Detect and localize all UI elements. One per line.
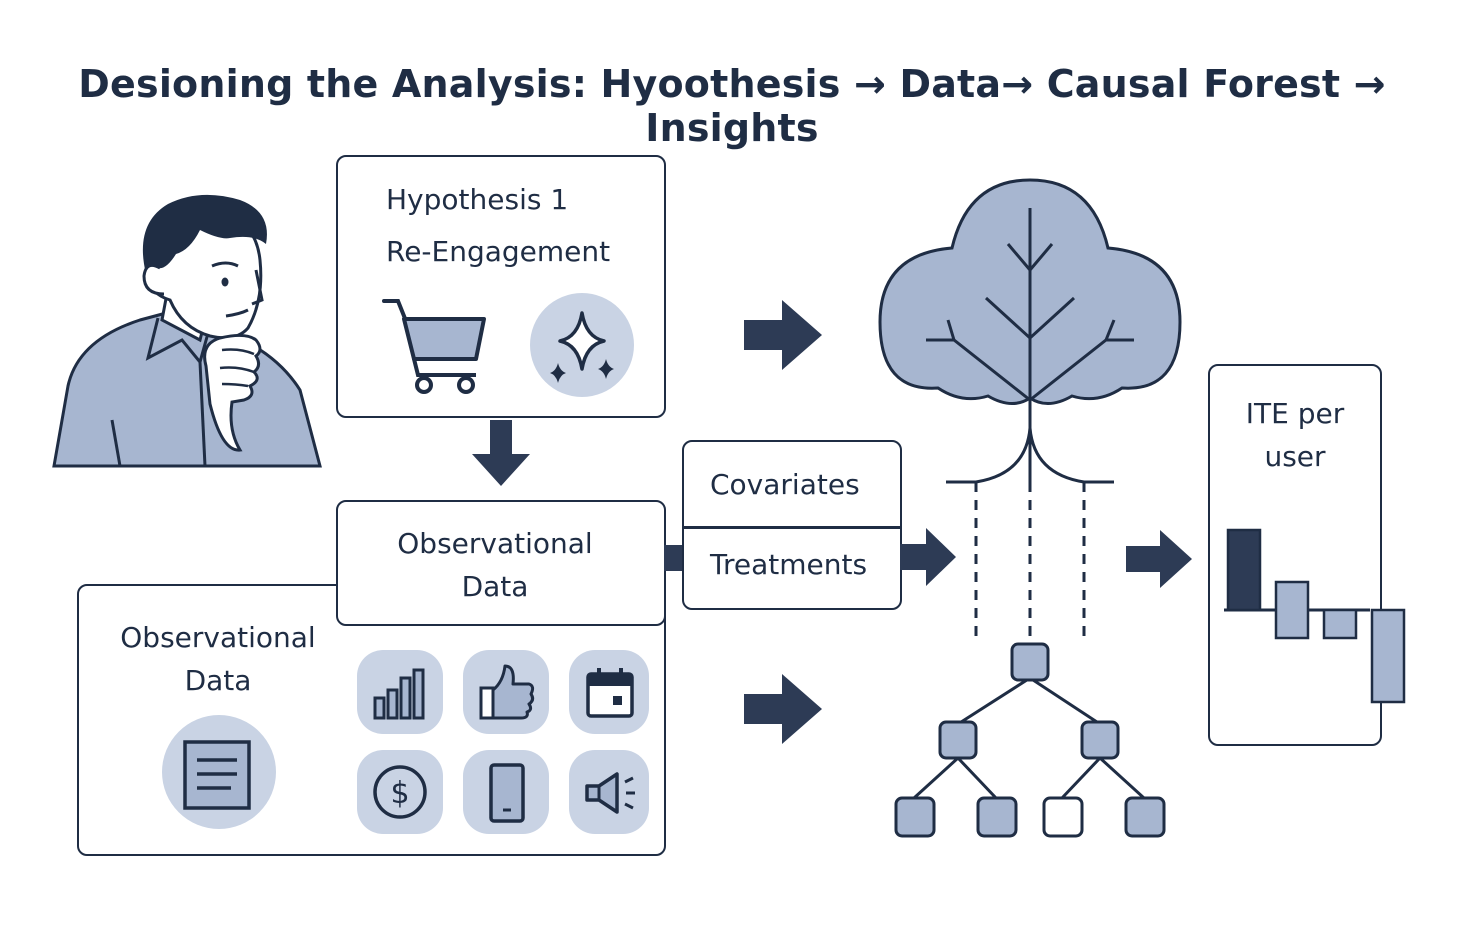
ite-bar	[1274, 580, 1310, 640]
diagram-title: Desioning the Analysis: Hyoothesis → Dat…	[78, 62, 1386, 150]
bar-chart-icon	[373, 668, 425, 720]
observational-data-panel: Observational Data	[77, 584, 666, 856]
observational-data-title: Observational Data	[338, 522, 652, 608]
sparkle-icon	[530, 293, 634, 397]
panel-title-line2: Data	[184, 664, 252, 697]
hypothesis-subtitle: Re-Engagement	[386, 235, 611, 268]
hypothesis-card: Hypothesis 1 Re-Engagement	[336, 155, 666, 418]
ite-bar	[1226, 528, 1262, 612]
mobile-phone-tile	[463, 750, 549, 834]
ite-title: ITE per user	[1210, 392, 1380, 478]
ite-bar-chart	[1224, 528, 1406, 704]
thinking-person-illustration	[52, 194, 322, 468]
arrow-right-bottom	[744, 674, 822, 744]
variables-divider	[684, 526, 900, 529]
arrow-right-middle	[900, 528, 956, 586]
covariates-label: Covariates	[710, 468, 860, 501]
observational-data-card: Observational Data	[336, 500, 666, 626]
arrow-right-top	[744, 300, 822, 370]
megaphone-icon	[585, 772, 635, 814]
dollar-icon: $	[373, 765, 427, 819]
arrow-down	[472, 420, 530, 486]
ite-bar	[1322, 608, 1358, 640]
treatments-label: Treatments	[710, 548, 868, 581]
card-title-line1: Observational	[397, 527, 593, 560]
bar-chart-tile	[357, 650, 443, 734]
ite-per-user-card: ITE per user	[1208, 364, 1406, 746]
thumbs-up-icon	[479, 664, 535, 720]
thumbs-up-tile	[463, 650, 549, 734]
ite-title-line1: ITE per	[1245, 397, 1345, 430]
document-icon	[162, 715, 276, 829]
ite-title-line2: user	[1264, 440, 1326, 473]
mobile-phone-icon	[489, 763, 525, 823]
connector-bar	[664, 545, 684, 571]
calendar-tile	[569, 650, 649, 734]
arrow-right-insights	[1126, 530, 1192, 588]
causal-forest-tree-icon	[878, 178, 1182, 640]
panel-title-line1: Observational	[120, 621, 316, 654]
calendar-icon	[586, 668, 634, 718]
megaphone-tile	[569, 750, 649, 834]
shopping-cart-icon	[382, 299, 486, 394]
dollar-tile: $	[357, 750, 443, 834]
svg-text:$: $	[390, 776, 409, 811]
ite-bar	[1370, 608, 1406, 704]
decision-tree-icon	[894, 642, 1166, 838]
variables-card: Covariates Treatments	[682, 440, 902, 610]
card-title-line2: Data	[461, 570, 529, 603]
hypothesis-title: Hypothesis 1	[386, 183, 569, 216]
observational-data-panel-title: Observational Data	[79, 616, 357, 702]
